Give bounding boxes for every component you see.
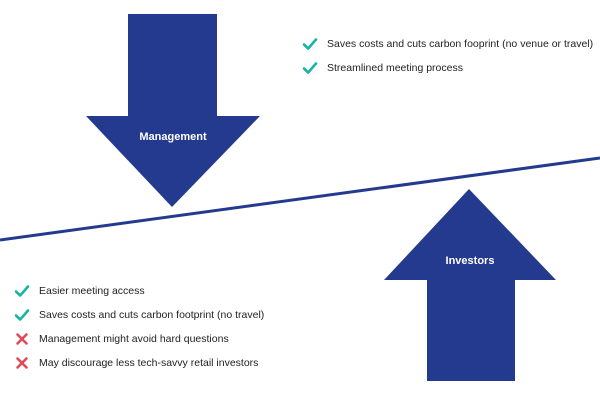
list-item-text: Management might avoid hard questions <box>39 333 229 345</box>
list-item: May discourage less tech-savvy retail in… <box>14 351 264 375</box>
management-label: Management <box>139 131 207 143</box>
list-item-text: Saves costs and cuts carbon footprint (n… <box>39 309 265 321</box>
check-icon <box>14 285 30 297</box>
list-item: Saves costs and cuts carbon footprint (n… <box>14 303 264 327</box>
investors-benefits-list: Easier meeting access Saves costs and cu… <box>14 279 264 375</box>
cross-icon <box>16 357 28 369</box>
list-item: Management might avoid hard questions <box>14 327 264 351</box>
check-icon <box>302 62 318 74</box>
list-item-text: Streamlined meeting process <box>327 62 463 74</box>
cross-icon <box>16 333 28 345</box>
check-icon <box>14 309 30 321</box>
list-item: Easier meeting access <box>14 279 264 303</box>
check-icon <box>302 38 318 50</box>
balance-divider-line <box>0 156 600 242</box>
management-benefits-list: Saves costs and cuts carbon fooprint (no… <box>302 32 593 80</box>
list-item-text: Easier meeting access <box>39 285 145 297</box>
investors-up-arrow <box>384 189 556 381</box>
management-down-arrow <box>86 14 260 207</box>
list-item-text: Saves costs and cuts carbon fooprint (no… <box>327 38 594 50</box>
list-item: Streamlined meeting process <box>302 56 593 80</box>
list-item: Saves costs and cuts carbon fooprint (no… <box>302 32 593 56</box>
list-item-text: May discourage less tech-savvy retail in… <box>39 357 259 369</box>
investors-label: Investors <box>446 255 495 267</box>
